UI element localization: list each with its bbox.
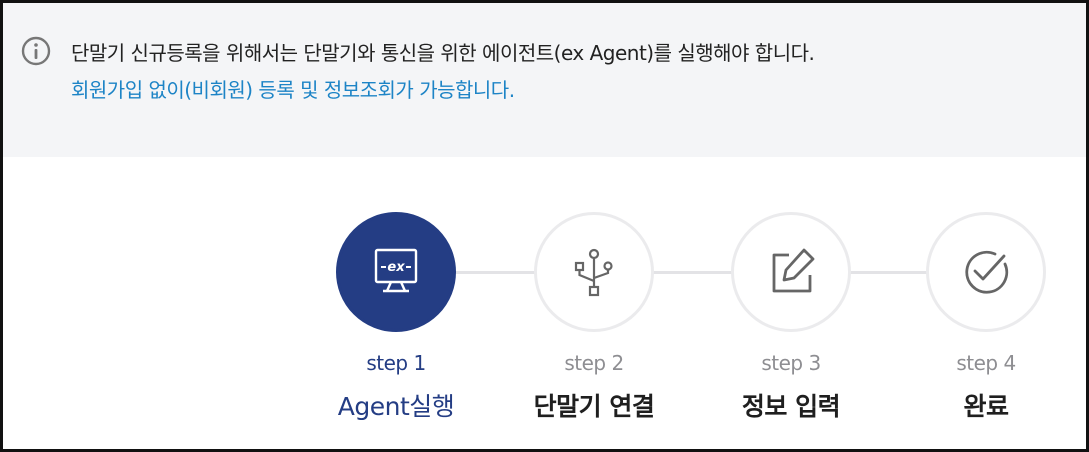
step-3-number: step 3 bbox=[761, 351, 821, 375]
step-3-label: 정보 입력 bbox=[741, 392, 841, 421]
step-4-circle bbox=[926, 212, 1046, 332]
step-4-number: step 4 bbox=[956, 351, 1016, 375]
step-1-label: Agent실행 bbox=[337, 392, 455, 421]
check-circle-icon bbox=[965, 250, 1009, 294]
ex-agent-monitor-icon: ex bbox=[374, 248, 418, 293]
step-connector bbox=[849, 271, 939, 274]
step-1-number: step 1 bbox=[366, 351, 426, 375]
notice-box: 단말기 신규등록을 위해서는 단말기와 통신을 위한 에이전트(ex Agent… bbox=[3, 3, 1086, 157]
step-2-number: step 2 bbox=[564, 351, 624, 375]
monitor-ex-text: ex bbox=[387, 260, 405, 275]
usb-icon bbox=[574, 248, 613, 297]
notice-text: 단말기 신규등록을 위해서는 단말기와 통신을 위한 에이전트(ex Agent… bbox=[71, 41, 815, 65]
step-connector bbox=[653, 271, 743, 274]
info-icon bbox=[21, 36, 51, 66]
edit-icon bbox=[772, 248, 815, 293]
step-3-circle bbox=[731, 212, 851, 332]
step-2-circle bbox=[534, 212, 654, 332]
step-connector bbox=[453, 271, 543, 274]
notice-subtext: 회원가입 없이(비회원) 등록 및 정보조회가 가능합니다. bbox=[71, 78, 515, 102]
step-2-label: 단말기 연결 bbox=[533, 392, 655, 421]
step-4-label: 완료 bbox=[963, 392, 1009, 421]
step-1-circle: ex bbox=[336, 212, 456, 332]
